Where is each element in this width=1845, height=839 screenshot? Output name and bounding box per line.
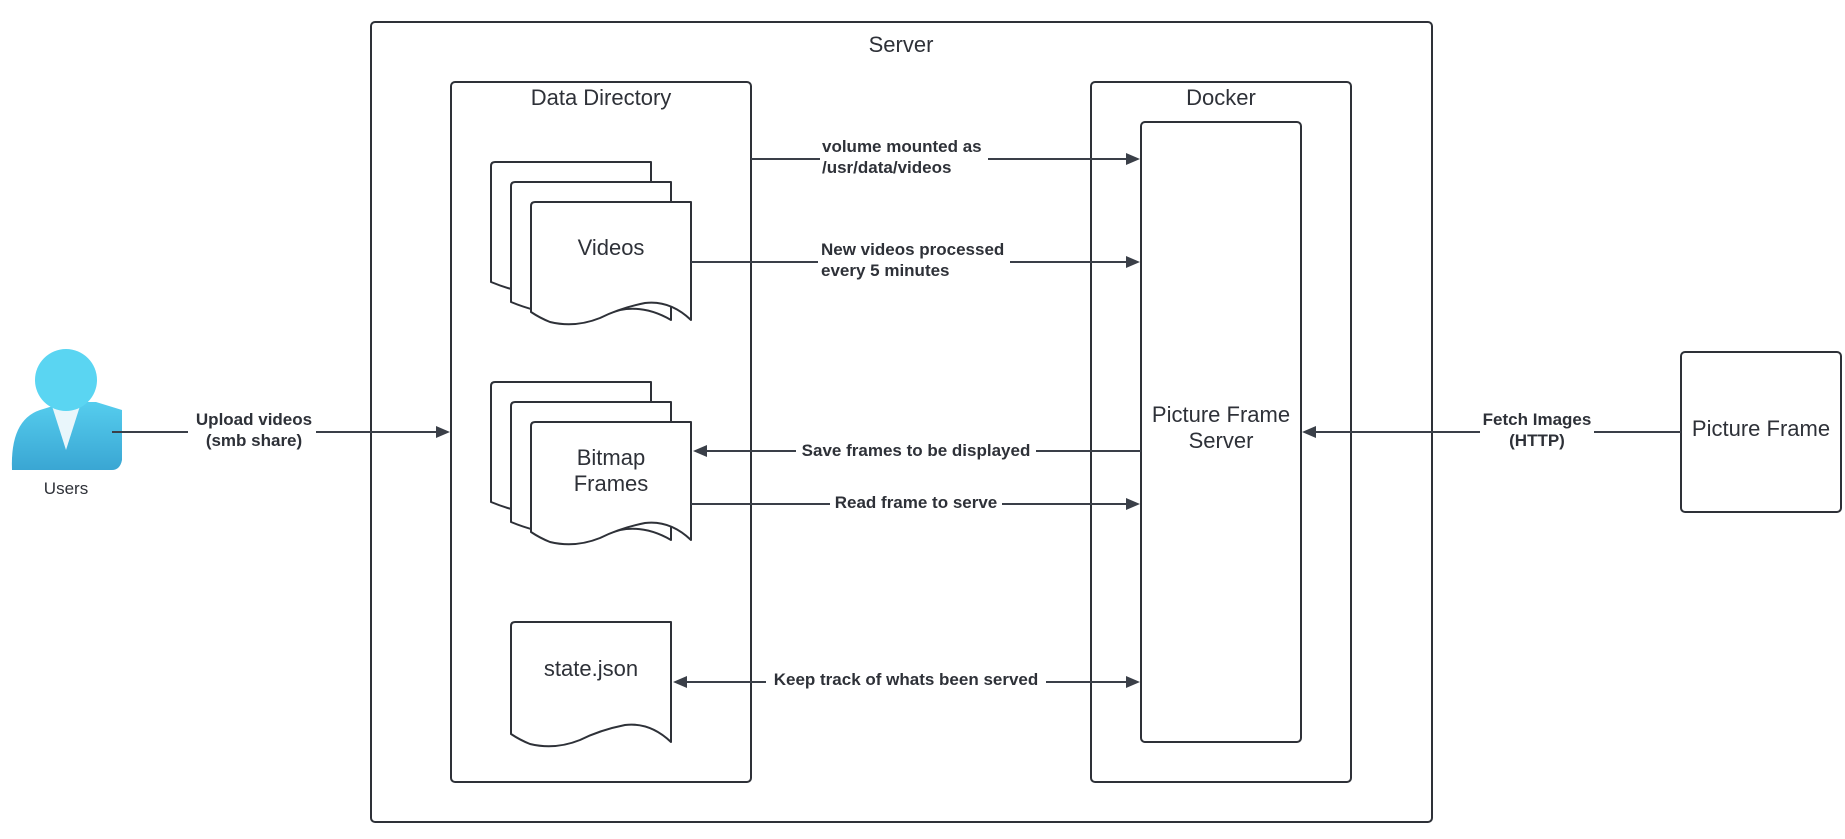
fetch-images-label-line1: Fetch Images (1483, 410, 1592, 429)
read-frame-connector: Read frame to serve (691, 493, 1140, 515)
fetch-images-connector: Fetch Images (HTTP) (1302, 408, 1681, 452)
bitmap-frames-document-stack[interactable]: Bitmap Frames (490, 381, 692, 546)
users-actor[interactable]: Users (11, 349, 122, 498)
state-json-document[interactable]: state.json (510, 621, 672, 748)
videos-label: Videos (578, 235, 645, 260)
picture-frame-server-label-line2: Server (1189, 428, 1254, 453)
upload-label-line1: Upload videos (196, 410, 312, 429)
keep-track-label: Keep track of whats been served (774, 670, 1039, 689)
server-title: Server (869, 32, 934, 57)
person-icon (11, 349, 122, 470)
users-label: Users (44, 479, 88, 498)
picture-frame-server-box[interactable]: Picture Frame Server (1140, 121, 1302, 743)
new-videos-label-line1: New videos processed (821, 240, 1004, 259)
read-frame-label: Read frame to serve (835, 493, 998, 512)
state-json-label: state.json (544, 656, 638, 681)
bitmap-frames-label-line1: Bitmap (577, 445, 645, 470)
volume-label-line1: volume mounted as (822, 137, 982, 156)
picture-frame-label: Picture Frame (1692, 416, 1830, 441)
fetch-images-label-line2: (HTTP) (1509, 431, 1565, 450)
new-videos-connector: New videos processed every 5 minutes (691, 238, 1140, 282)
new-videos-label-line2: every 5 minutes (821, 261, 950, 280)
upload-connector: Upload videos (smb share) (112, 408, 450, 452)
upload-label-line2: (smb share) (206, 431, 302, 450)
picture-frame-server-label-line1: Picture Frame (1152, 402, 1290, 427)
volume-label-line2: /usr/data/videos (822, 158, 951, 177)
picture-frame-box[interactable]: Picture Frame (1680, 351, 1842, 513)
save-frames-connector: Save frames to be displayed (693, 440, 1141, 462)
bitmap-frames-label-line2: Frames (574, 471, 649, 496)
volume-mount-connector: volume mounted as /usr/data/videos (751, 136, 1140, 180)
docker-title: Docker (1186, 85, 1256, 110)
keep-track-connector: Keep track of whats been served (673, 670, 1140, 692)
videos-document-stack[interactable]: Videos (490, 161, 692, 326)
data-directory-title: Data Directory (531, 85, 672, 110)
save-frames-label: Save frames to be displayed (802, 441, 1031, 460)
